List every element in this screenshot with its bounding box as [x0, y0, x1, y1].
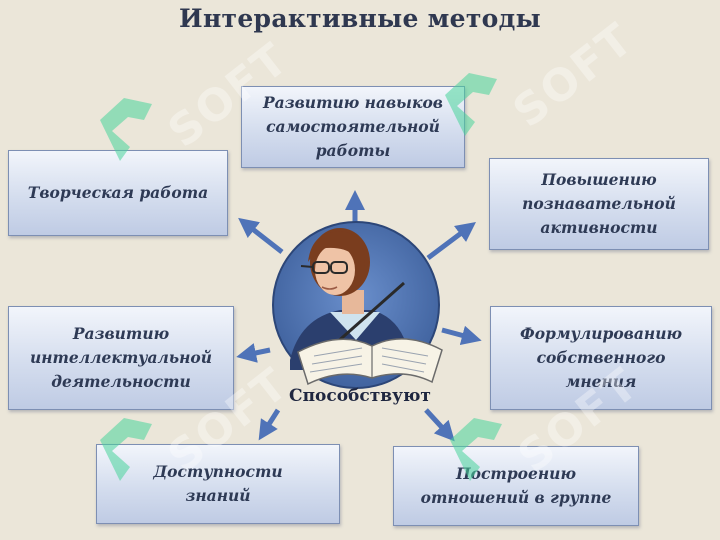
- teacher-illustration: [272, 221, 443, 389]
- box-cognitive-activity: Повышению познавательной активности: [489, 158, 709, 250]
- box-knowledge-access: Доступности знаний: [96, 444, 340, 524]
- arrow-to-bottom1: [258, 408, 281, 441]
- box-group-relations: Построению отношений в группе: [393, 446, 639, 526]
- arrow-to-right2: [441, 325, 482, 346]
- diagram-title: Интерактивные методы: [179, 4, 541, 33]
- arrow-to-right1: [426, 222, 476, 260]
- box-own-opinion: Формулированию собственного мнения: [490, 306, 712, 410]
- box-intellectual-activity: Развитию интеллектуальной деятельности: [8, 306, 234, 410]
- arrow-to-left1: [238, 217, 284, 254]
- box-self-work: Развитию навыков самостоятельной работы: [241, 86, 465, 168]
- arrow-to-bottom2: [424, 408, 455, 442]
- box-creative-work: Творческая работа: [8, 150, 228, 236]
- watermark-logo-shapes: [100, 73, 502, 481]
- arrow-to-left2: [236, 343, 271, 363]
- center-label: Способствуют: [289, 386, 431, 406]
